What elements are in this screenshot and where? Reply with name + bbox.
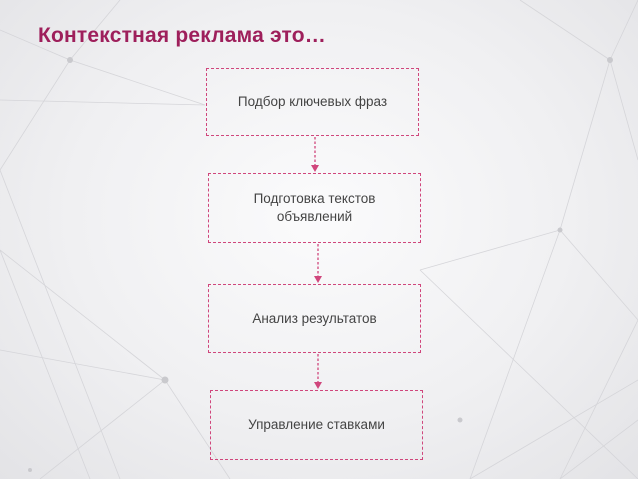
flow-step-ad-texts: Подготовка текстов объявлений: [208, 173, 421, 243]
slide-title: Контекстная реклама это…: [38, 24, 326, 47]
flow-step-results-analysis: Анализ результатов: [208, 284, 421, 353]
flow-step-bid-management: Управление ставками: [210, 390, 423, 460]
flow-step-keyword-selection: Подбор ключевых фраз: [206, 68, 419, 136]
